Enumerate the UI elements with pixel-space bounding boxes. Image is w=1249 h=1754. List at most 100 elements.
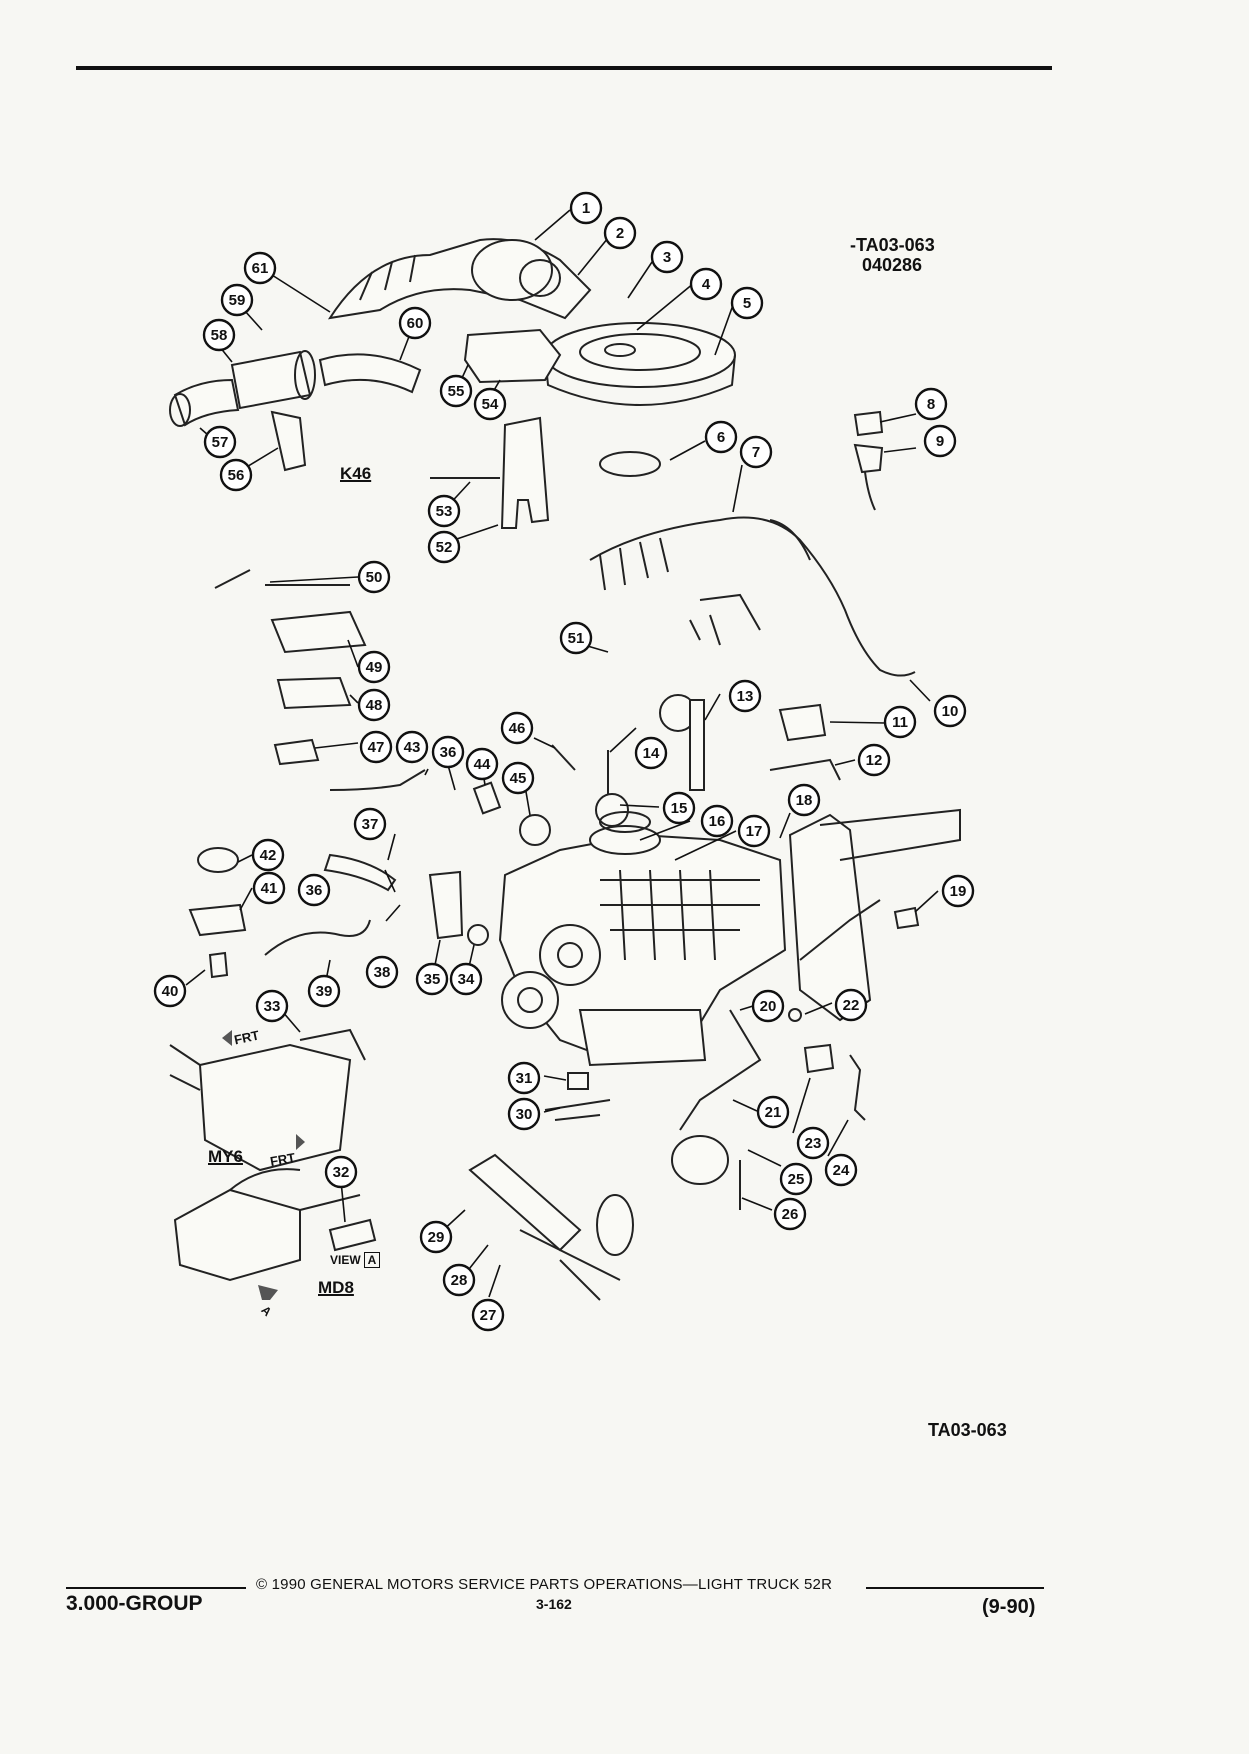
- callout-5: 5: [730, 286, 764, 320]
- callout-number: 41: [261, 880, 278, 897]
- callout-24: 24: [824, 1153, 858, 1187]
- callout-23: 23: [796, 1126, 830, 1160]
- callout-29: 29: [419, 1220, 453, 1254]
- valve-45: [519, 814, 551, 846]
- callout-number: 25: [788, 1171, 805, 1188]
- bracket-12: [769, 758, 841, 781]
- callout-number: 22: [843, 997, 860, 1014]
- callout-61: 61: [243, 251, 277, 285]
- callout-number: 50: [366, 569, 383, 586]
- figure-date: 040286: [862, 255, 923, 275]
- callout-45: 45: [501, 761, 535, 795]
- callout-27: 27: [471, 1298, 505, 1332]
- transmission-md8: [173, 1168, 361, 1282]
- callout-60: 60: [398, 306, 432, 340]
- callout-13: 13: [728, 679, 762, 713]
- callout-number: 18: [796, 792, 813, 809]
- clip-50: [214, 569, 350, 589]
- callout-number: 54: [482, 396, 499, 413]
- firewall-panel: [788, 813, 872, 1022]
- fitting-32: [328, 1218, 377, 1252]
- intake-duct-assembly: [327, 238, 592, 320]
- callout-57: 57: [203, 425, 237, 459]
- callout-number: 48: [366, 697, 383, 714]
- callout-number: 35: [424, 971, 441, 988]
- callout-53: 53: [427, 494, 461, 528]
- callout-number: 40: [162, 983, 179, 1000]
- callout-49: 49: [357, 650, 391, 684]
- callout-10: 10: [933, 694, 967, 728]
- callout-number: 36: [440, 744, 457, 761]
- callout-number: 27: [480, 1307, 497, 1324]
- callout-number: 61: [252, 260, 269, 277]
- switch-23: [803, 1043, 835, 1074]
- callout-number: 39: [316, 983, 333, 1000]
- callout-number: 43: [404, 739, 421, 756]
- callout-47: 47: [359, 730, 393, 764]
- group-number: 3.000-GROUP: [66, 1592, 203, 1615]
- clip-31: [567, 1072, 589, 1090]
- callout-26: 26: [773, 1197, 807, 1231]
- callout-42: 42: [251, 838, 285, 872]
- callout-41: 41: [252, 871, 286, 905]
- leader-lines: [185, 209, 939, 1298]
- callout-number: 3: [663, 249, 671, 266]
- callout-number: 36: [306, 882, 323, 899]
- sensor-9: [853, 443, 884, 474]
- filter-element-49: [270, 610, 367, 654]
- callout-46: 46: [500, 711, 534, 745]
- callout-number: 32: [333, 1164, 350, 1181]
- callout-number: 38: [374, 964, 391, 981]
- callout-22: 22: [834, 988, 868, 1022]
- callout-number: 33: [264, 998, 281, 1015]
- callout-number: 60: [407, 315, 424, 332]
- callout-number: 42: [260, 847, 277, 864]
- sensor-19: [893, 906, 920, 930]
- wiring-harness: [589, 516, 916, 677]
- callout-number: 51: [568, 630, 585, 647]
- callout-58: 58: [202, 318, 236, 352]
- sensor-8: [853, 410, 884, 437]
- callout-number: 49: [366, 659, 383, 676]
- callout-number: 16: [709, 813, 726, 830]
- pump-25: [671, 1135, 729, 1185]
- view-letter-box: A: [363, 1252, 381, 1268]
- transmission-my6: [169, 1028, 366, 1172]
- view-label: VIEW: [330, 1253, 361, 1267]
- bracket-47: [273, 738, 320, 766]
- hose-37: [323, 853, 397, 892]
- page-number: 3-162: [536, 1596, 572, 1612]
- callout-number: 29: [428, 1229, 445, 1246]
- callout-number: 11: [892, 714, 908, 731]
- callout-11: 11: [883, 705, 917, 739]
- view-a-arrow-icon: [258, 1285, 278, 1300]
- callout-number: 12: [866, 752, 883, 769]
- callout-number: 15: [671, 800, 688, 817]
- footer-rule-left: [66, 1587, 246, 1589]
- callout-number: 8: [927, 396, 935, 413]
- callout-15: 15: [662, 791, 696, 825]
- callout-9: 9: [923, 424, 957, 458]
- callout-51: 51: [559, 621, 593, 655]
- air-duct-60: [318, 353, 422, 394]
- option-label-k46: K46: [340, 464, 372, 483]
- callout-number: 55: [448, 383, 465, 400]
- mounting-bracket: [500, 416, 550, 529]
- air-cleaner-gasket: [599, 451, 661, 477]
- callout-25: 25: [779, 1162, 813, 1196]
- front-arrow-icon-2: [296, 1134, 305, 1150]
- bracket-24: [849, 1054, 866, 1121]
- callout-52: 52: [427, 530, 461, 564]
- callout-21: 21: [756, 1095, 790, 1129]
- valve-11: [778, 703, 827, 742]
- callout-number: 10: [942, 703, 959, 720]
- callout-number: 24: [833, 1162, 850, 1179]
- steering-column: [468, 1153, 634, 1301]
- callout-4: 4: [689, 267, 723, 301]
- callout-number: 17: [746, 823, 763, 840]
- callout-36-b: 36: [297, 873, 331, 907]
- callout-19: 19: [941, 874, 975, 908]
- hose-39: [264, 919, 371, 956]
- callout-number: 19: [950, 883, 967, 900]
